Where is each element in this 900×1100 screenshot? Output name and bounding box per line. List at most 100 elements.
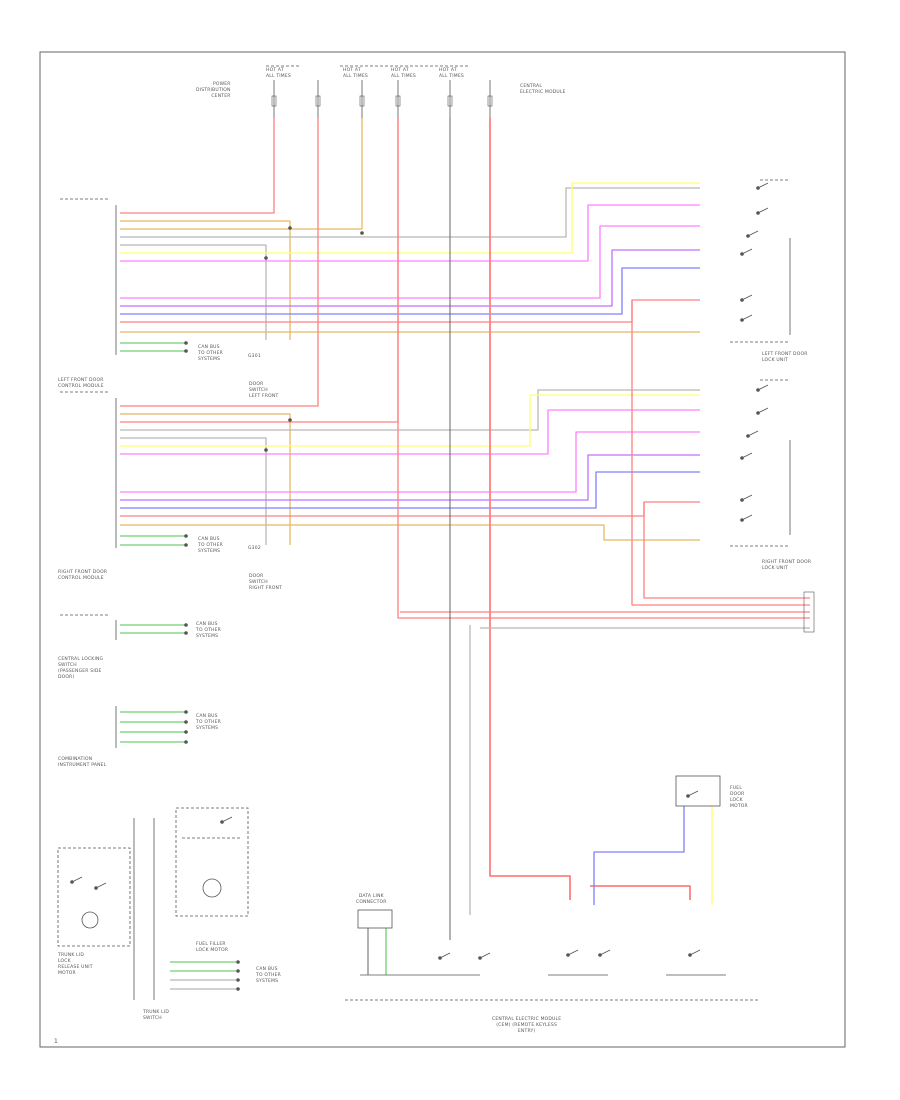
trunk-lid-switch-label: TRUNK LID SWITCH (143, 1010, 170, 1021)
can-network-label-5: CAN BUS TO OTHER SYSTEMS (256, 967, 281, 984)
cem-relay-switch-2-pivot (566, 953, 570, 957)
wire-orange (120, 524, 700, 541)
splice-dot (184, 349, 188, 353)
fuel-filler-lock-label: FUEL FILLER LOCK MOTOR (196, 942, 229, 953)
cem-relay-switch-0 (439, 952, 451, 959)
splice-dot (184, 720, 188, 724)
wire-red (397, 118, 810, 619)
cem-relay-switch-1-pivot (478, 956, 482, 960)
central-locking-switch-label: CENTRAL LOCKING SWITCH (PASSENGER SIDE D… (58, 657, 104, 680)
can-network-label-4: CAN BUS TO OTHER SYSTEMS (196, 714, 221, 731)
right-lock-switch-5-pivot (740, 518, 744, 522)
left-front-door-lock-unit-label: LEFT FRONT DOOR LOCK UNIT (762, 352, 808, 363)
wire-violet (120, 249, 700, 307)
left-door-switch-label: DOOR SWITCH LEFT FRONT (249, 382, 279, 399)
wire-red (120, 118, 275, 214)
wire-orange (120, 413, 291, 545)
lock-motor-switch-pivot (686, 794, 690, 798)
trunk-switch-b (95, 882, 107, 889)
wire-gray (120, 389, 700, 431)
left-lock-switch-0 (757, 182, 769, 189)
page-number: 1 (54, 1038, 58, 1045)
wire-orange (120, 118, 363, 230)
fuel-switch-a-pivot (220, 820, 224, 824)
left-lock-switch-5-pivot (740, 318, 744, 322)
can-network-label-1: CAN BUS TO OTHER SYSTEMS (198, 345, 223, 362)
right-lock-switch-4-pivot (740, 498, 744, 502)
splice-dot (184, 631, 188, 635)
right-door-switch-label: DOOR SWITCH RIGHT FRONT (249, 574, 283, 591)
left-lock-switch-3-pivot (740, 252, 744, 256)
wire-group (120, 118, 810, 990)
splice-dot (184, 623, 188, 627)
wire-orange (120, 220, 291, 340)
wire-pink (120, 204, 700, 262)
splice-dot (264, 448, 268, 452)
can-network-label-2: CAN BUS TO OTHER SYSTEMS (198, 537, 223, 554)
right-lock-switch-1 (757, 407, 769, 414)
fuse-label-1: HOT AT ALL TIMES (266, 68, 291, 79)
trunk-switch-b-pivot (94, 886, 98, 890)
wire-red (120, 118, 319, 407)
left-lock-switch-1-pivot (756, 211, 760, 215)
fuel-motor-symbol (202, 878, 222, 898)
wire-red (489, 118, 571, 900)
wire-yellow (120, 394, 700, 447)
splice-dot (184, 534, 188, 538)
splice-dot (184, 341, 188, 345)
wire-red (643, 502, 810, 599)
wire-pink (120, 409, 700, 455)
cem-relay-switch-2 (567, 949, 579, 956)
combination-instrument-label: COMBINATION INSTRUMENT PANEL (58, 757, 107, 768)
wire-blue (593, 806, 685, 905)
wire-red (590, 885, 691, 900)
wire-yellow (120, 182, 700, 254)
lock-motor-label: FUEL DOOR LOCK MOTOR (730, 786, 748, 809)
fuse-label-3: HOT AT ALL TIMES (391, 68, 416, 79)
splice-dot (236, 978, 240, 982)
wire-red (120, 501, 700, 517)
right-front-door-module-label: RIGHT FRONT DOOR CONTROL MODULE (58, 570, 108, 581)
lock-motor-box (675, 775, 721, 807)
central-electric-module-label: CENTRAL ELECTRIC MODULE (CEM) (REMOTE KE… (492, 1017, 562, 1034)
trunk-lid-lock-box (57, 847, 131, 947)
ground-left-label: G301 (248, 354, 261, 359)
right-lock-switch-1-pivot (756, 411, 760, 415)
right-lock-switch-0 (757, 384, 769, 391)
wire-blue (120, 471, 700, 509)
splice-dot (288, 226, 292, 230)
right-lock-switch-3-pivot (740, 456, 744, 460)
fuse-icon (315, 95, 321, 107)
wire-gray (120, 437, 267, 545)
fuse-icon (487, 95, 493, 107)
diagram-frame (39, 51, 846, 1048)
left-lock-switch-2-pivot (746, 234, 750, 238)
splice-dot (360, 231, 364, 235)
fuse-icon (395, 95, 401, 107)
cem-relay-switch-3 (599, 949, 611, 956)
splice-dot (236, 969, 240, 973)
left-lock-switch-2 (747, 230, 759, 237)
left-lock-switch-0-pivot (756, 186, 760, 190)
right-lock-switch-4 (741, 494, 753, 501)
fuse-label-4: HOT AT ALL TIMES (439, 68, 464, 79)
lock-motor-switch (687, 790, 699, 797)
splice-dot (236, 960, 240, 964)
wire-red (120, 118, 399, 423)
right-lock-switch-2 (747, 430, 759, 437)
can-network-label-3: CAN BUS TO OTHER SYSTEMS (196, 622, 221, 639)
splice-dot (184, 740, 188, 744)
left-lock-switch-4-pivot (740, 298, 744, 302)
splice-dot (184, 730, 188, 734)
right-lock-switch-0-pivot (756, 388, 760, 392)
left-lock-switch-1 (757, 207, 769, 214)
left-lock-switch-5 (741, 314, 753, 321)
cem-relay-switch-4-pivot (688, 953, 692, 957)
right-front-door-lock-unit-label: RIGHT FRONT DOOR LOCK UNIT (762, 560, 812, 571)
fuse-label-2: HOT AT ALL TIMES (343, 68, 368, 79)
fuse-icon (447, 95, 453, 107)
cem-relay-switch-3-pivot (598, 953, 602, 957)
fuel-filler-lock-box (175, 807, 249, 917)
wire-pink (120, 431, 700, 493)
